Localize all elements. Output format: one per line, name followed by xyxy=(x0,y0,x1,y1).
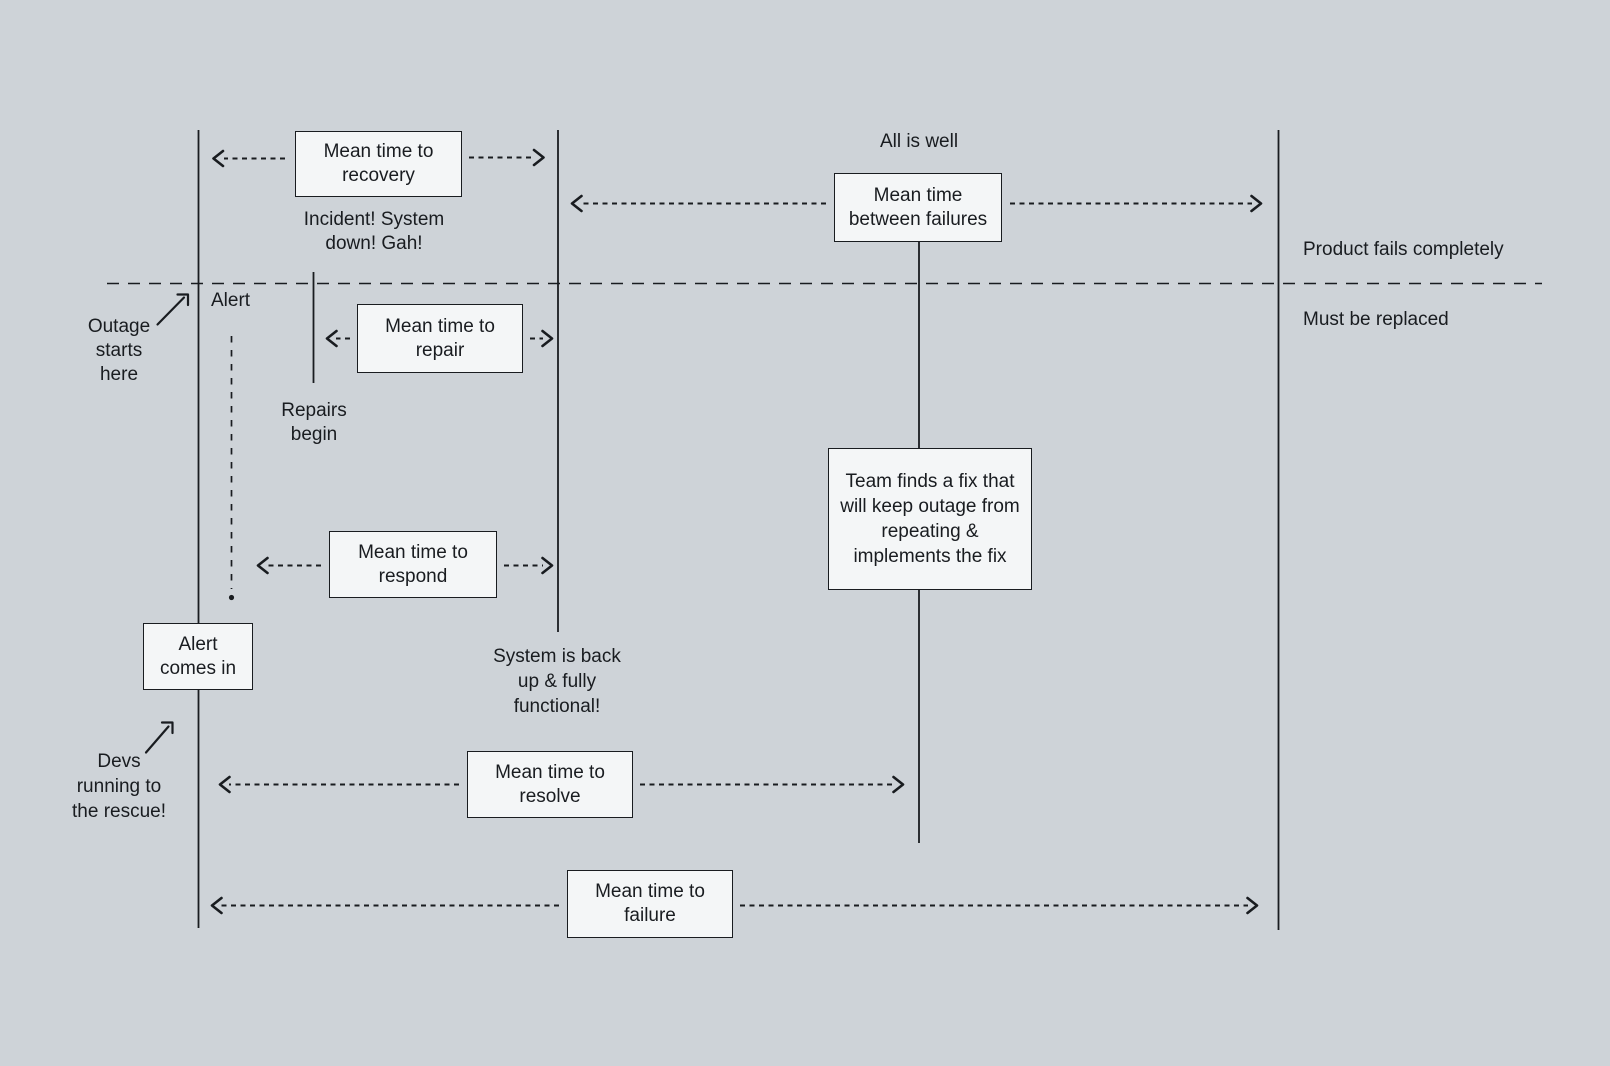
repairs-begin-label: Repairs begin xyxy=(244,399,384,447)
recovery-right-arrowhead xyxy=(532,148,545,167)
label-line: the rescue! xyxy=(72,801,166,822)
respond-right-arrowhead xyxy=(541,556,554,575)
product-fails-completely-label: Product fails completely xyxy=(1303,239,1504,260)
mean-time-to-resolve-box: Mean time to resolve xyxy=(467,751,633,818)
label-line: starts xyxy=(95,340,143,361)
box-line: Mean time to xyxy=(595,881,705,902)
failure-left-arrowhead xyxy=(210,896,223,915)
box-line: repeating & xyxy=(881,521,979,542)
box-line: will keep outage from xyxy=(840,496,1020,517)
team-finds-a-fix-box: Team finds a fix that will keep outage f… xyxy=(828,448,1032,590)
mtbf-left-arrowhead xyxy=(570,194,583,213)
box-line: recovery xyxy=(342,165,415,186)
must-be-replaced-label: Must be replaced xyxy=(1303,309,1449,330)
box-line: Alert xyxy=(178,633,218,655)
alert-dotted-line xyxy=(228,336,235,601)
label-line: Outage xyxy=(87,316,151,337)
label-line: up & fully xyxy=(517,671,597,692)
devs-running-to-rescue-label: Devs running to the rescue! xyxy=(39,749,199,824)
box-line: respond xyxy=(378,565,448,587)
box-line: Mean time to xyxy=(358,541,468,563)
failure-right-arrowhead xyxy=(1246,896,1259,915)
system-back-up-label: System is back up & fully functional! xyxy=(477,644,637,719)
mean-time-to-respond-box: Mean time to respond xyxy=(329,531,497,598)
box-line: Mean time to xyxy=(385,315,495,337)
recovery-left-arrowhead xyxy=(212,149,225,168)
box-line: Mean time to xyxy=(495,761,605,783)
mean-time-to-failure-box: Mean time to failure xyxy=(567,870,733,938)
resolve-right-arrowhead xyxy=(892,775,905,794)
devs-pointer-arrow xyxy=(144,721,174,754)
box-line: Mean time to xyxy=(323,141,434,162)
box-line: failure xyxy=(624,905,676,926)
box-line: Mean time xyxy=(873,184,963,206)
respond-left-arrowhead xyxy=(256,556,269,575)
label-line: System is back xyxy=(493,646,621,667)
label-line: Repairs xyxy=(281,400,347,421)
label-line: running to xyxy=(76,776,162,797)
box-line: Team finds a fix that xyxy=(845,471,1015,492)
mean-time-to-recovery-box: Mean time to recovery xyxy=(295,131,462,197)
label-line: here xyxy=(99,364,139,385)
label-line: Incident! System xyxy=(303,209,445,230)
mean-time-to-repair-box: Mean time to repair xyxy=(357,304,523,373)
box-line: comes in xyxy=(159,657,237,679)
all-is-well-label: All is well xyxy=(879,131,959,152)
mtbf-right-arrowhead xyxy=(1250,194,1263,213)
label-line: down! Gah! xyxy=(325,233,423,254)
mean-time-between-failures-box: Mean time between failures xyxy=(834,173,1002,242)
box-line: repair xyxy=(415,339,465,361)
box-line: resolve xyxy=(519,785,581,807)
outage-starts-here-label: Outage starts here xyxy=(49,315,189,387)
label-line: begin xyxy=(290,424,338,445)
incident-system-down-label: Incident! System down! Gah! xyxy=(294,208,454,256)
label-line: Devs xyxy=(97,751,141,772)
label-line: functional! xyxy=(513,696,601,717)
box-line: implements the fix xyxy=(853,546,1007,567)
resolve-left-arrowhead xyxy=(218,775,231,794)
alert-label: Alert xyxy=(211,290,251,311)
repair-left-arrowhead xyxy=(325,329,338,348)
alert-comes-in-box: Alert comes in xyxy=(143,623,253,690)
repair-right-arrowhead xyxy=(541,329,554,348)
outage-pointer-arrow xyxy=(156,293,190,326)
box-line: between failures xyxy=(848,208,988,230)
